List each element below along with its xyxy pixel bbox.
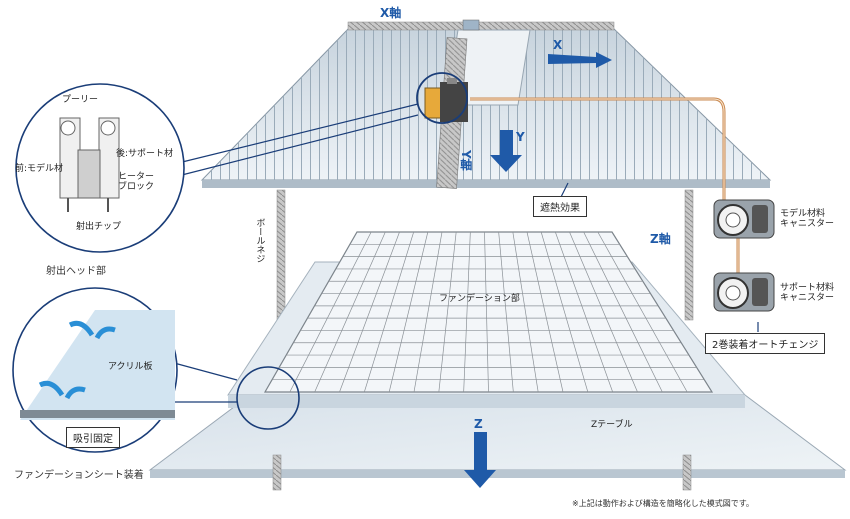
support-material-label: 後:サポート材: [116, 149, 174, 159]
grid-line: [597, 231, 688, 393]
acrylic-label: アクリル板: [108, 362, 153, 372]
grid-line: [289, 231, 372, 393]
grid-line: [314, 231, 386, 393]
z-table: [148, 394, 847, 478]
grid-line: [540, 231, 589, 393]
leader-lines: [162, 103, 759, 403]
y-arrow-label: Y: [516, 130, 525, 144]
x-arrow-label: X: [553, 38, 563, 52]
x-axis-label: X軸: [380, 6, 402, 20]
x-direction-arrow: [548, 52, 612, 68]
grid-line: [569, 231, 638, 393]
grid-line: [526, 231, 564, 393]
footnote: ※上記は動作および構造を簡略化した模式図です。: [572, 499, 754, 508]
grid-line: [339, 231, 400, 393]
grid-line: [438, 231, 457, 393]
grid-line: [413, 231, 443, 393]
heater-block-label: ヒーター ブロック: [118, 172, 155, 193]
z-table-label: Zテーブル: [591, 420, 633, 430]
grid-line: [583, 231, 663, 393]
grid-line: [555, 231, 613, 393]
print-head: [416, 72, 468, 124]
grid-line: [463, 231, 471, 393]
foundation-grid: [263, 231, 714, 393]
nozzle-chip-label: 射出チップ: [76, 222, 122, 232]
support-canister: [713, 272, 775, 312]
head-detail-circle: [15, 83, 185, 253]
heat-shield-label: 遮熱効果: [533, 196, 587, 217]
support-canister-label: サポート材料 キャニスター: [780, 283, 835, 304]
pulley-label: プーリー: [62, 95, 99, 105]
z-axis-label: Z軸: [650, 232, 671, 246]
grid-line: [512, 231, 539, 393]
z-direction-arrow: [464, 432, 496, 488]
pole-screw-label: ボールネジ: [254, 218, 265, 263]
auto-change-label: 2巻装着オートチェンジ: [705, 333, 826, 354]
model-canister-label: モデル材料 キャニスター: [780, 209, 835, 230]
foundation-part-label: ファンデーション部: [439, 294, 520, 304]
z-arrow-label: Z: [474, 417, 483, 431]
head-caption: 射出ヘッド部: [46, 266, 106, 277]
x-gantry-roof: [200, 19, 772, 189]
model-material-label: 前:モデル材: [15, 164, 64, 174]
sheet-detail-circle: [12, 287, 178, 453]
suction-label: 吸引固定: [66, 427, 120, 448]
grid-line: [498, 231, 514, 393]
y-axis-label: Y軸: [458, 150, 473, 171]
model-canister: [713, 199, 775, 239]
grid-line: [388, 231, 429, 393]
sheet-zoom-marker: [236, 366, 300, 430]
grid-line: [484, 231, 489, 393]
y-direction-arrow: [490, 130, 522, 172]
grid-line: [363, 231, 415, 393]
ball-screws: [272, 189, 694, 491]
sheet-caption: ファンデーションシート装着: [14, 470, 144, 481]
